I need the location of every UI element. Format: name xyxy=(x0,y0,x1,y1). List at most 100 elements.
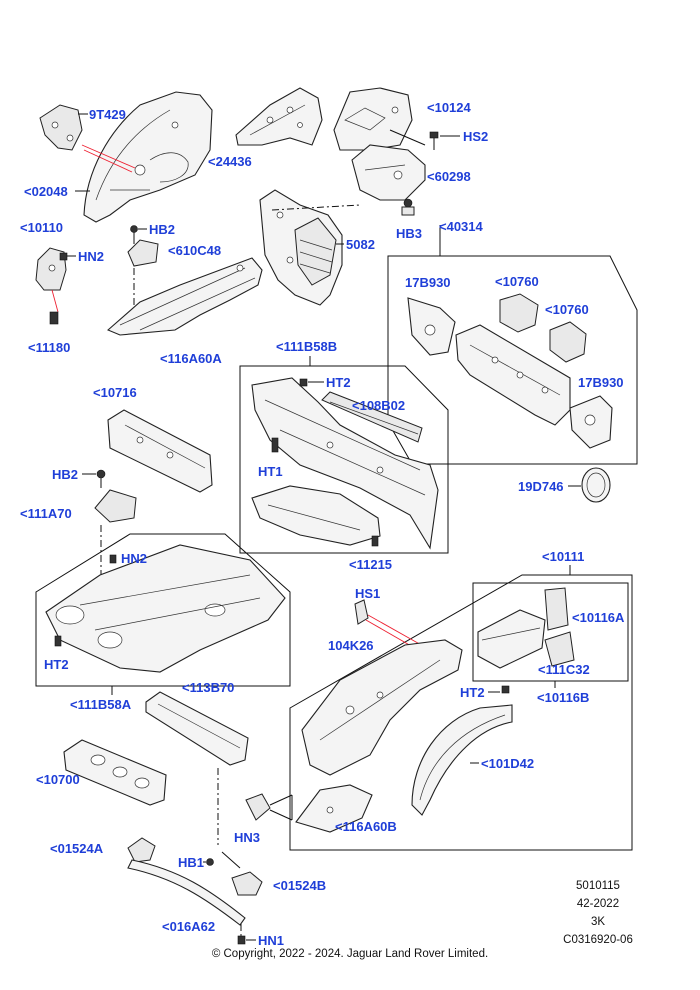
fastener-HT2-right xyxy=(501,685,510,694)
label-HB3: HB3 xyxy=(396,226,422,241)
label-116A60A: <116A60A xyxy=(160,351,222,366)
label-116A60B: <116A60B xyxy=(335,819,397,834)
part-10760-lower xyxy=(549,321,587,363)
label-111B58A: <111B58A xyxy=(70,697,132,712)
fastener-HB2-lower xyxy=(96,469,106,488)
label-HB2-upper: HB2 xyxy=(149,222,175,237)
diagram-code-1: 5010115 xyxy=(576,880,620,892)
fastener-HN2-upper xyxy=(59,252,68,261)
fastener-HT2-lower xyxy=(54,635,62,647)
label-19D746: 19D746 xyxy=(518,479,564,494)
label-40314: <40314 xyxy=(439,219,484,234)
label-10700: <10700 xyxy=(36,772,80,787)
part-10700-panel xyxy=(63,739,167,806)
part-40314-crossmember xyxy=(455,324,571,426)
group-box-111B58B xyxy=(239,365,449,554)
part-610C48-bracket xyxy=(127,239,159,267)
label-17B930-right: 17B930 xyxy=(578,375,624,390)
label-10760-upper: <10760 xyxy=(495,274,539,289)
fastener-HS1 xyxy=(354,599,369,625)
part-10116A-bracket xyxy=(544,587,569,631)
label-HN1: HN1 xyxy=(258,933,284,948)
part-10124-panel xyxy=(333,87,413,151)
label-104K26: 104K26 xyxy=(328,638,374,653)
part-113B70-member xyxy=(145,691,249,766)
label-HN2-lower: HN2 xyxy=(121,551,147,566)
label-10116B: <10116B xyxy=(537,690,589,705)
label-10124: <10124 xyxy=(427,100,472,115)
label-60298: <60298 xyxy=(427,169,471,184)
label-02048: <02048 xyxy=(24,184,68,199)
part-9T429-bracket xyxy=(39,104,83,151)
label-24436: <24436 xyxy=(208,154,252,169)
part-60298-bracket xyxy=(351,144,426,201)
diagram-code-3: 3K xyxy=(590,916,606,928)
label-10760-lower: <10760 xyxy=(545,302,589,317)
part-10111-wheelhouse-front xyxy=(301,639,463,776)
part-111B58A-floor xyxy=(45,544,286,673)
label-HT2-right: HT2 xyxy=(460,685,485,700)
part-111B58B-bulkhead xyxy=(251,377,439,550)
label-10716: <10716 xyxy=(93,385,137,400)
label-HN2-upper: HN2 xyxy=(78,249,104,264)
group-box-10111 xyxy=(289,574,633,851)
label-111B58B: <111B58B xyxy=(276,339,337,354)
fastener-HS2 xyxy=(429,131,439,150)
label-111A70: <111A70 xyxy=(20,506,72,521)
label-11180: <11180 xyxy=(28,340,70,355)
part-016A62-crossbar xyxy=(127,859,246,926)
label-610C48: <610C48 xyxy=(168,243,221,258)
label-01524B: <01524B xyxy=(273,878,326,893)
fastener-11215-clip xyxy=(371,535,379,547)
label-HS2: HS2 xyxy=(463,129,488,144)
part-01524A-bracket xyxy=(127,837,156,863)
label-10110: <10110 xyxy=(20,220,63,235)
group-box-111B58A xyxy=(35,533,291,687)
fastener-HB3 xyxy=(401,198,415,216)
label-HT1: HT1 xyxy=(258,464,283,479)
part-101D42-arch xyxy=(411,704,513,816)
diagram-code-2: 42-2022 xyxy=(576,898,620,910)
part-01524B-bracket xyxy=(231,871,263,896)
label-HN3: HN3 xyxy=(234,830,260,845)
label-HB2-lower: HB2 xyxy=(52,467,78,482)
part-10716-panel xyxy=(107,409,213,493)
part-24436-panel xyxy=(235,87,323,146)
fastener-HT2-upper xyxy=(299,378,308,387)
label-01524A: <01524A xyxy=(50,841,104,856)
part-10760-upper xyxy=(499,293,539,333)
part-11180-clip xyxy=(49,311,59,325)
fastener-HB1 xyxy=(206,858,214,866)
label-9T429: 9T429 xyxy=(89,107,126,122)
part-10116-module xyxy=(477,609,546,669)
part-17B930-left xyxy=(407,297,456,356)
part-111C32-bracket xyxy=(544,631,575,667)
part-5082-quarter-inner xyxy=(259,189,343,306)
fastener-HN2-lower xyxy=(109,554,117,564)
part-02048-wheelhouse xyxy=(83,91,213,223)
diagram-code-4: C0316920-06 xyxy=(563,934,633,946)
label-HT2-upper: HT2 xyxy=(326,375,351,390)
label-113B70: <113B70 xyxy=(182,680,234,695)
part-11215-floor-panel xyxy=(251,485,381,546)
label-108B02: <108B02 xyxy=(352,398,405,413)
group-box-10116 xyxy=(472,582,629,682)
part-19D746-plug xyxy=(581,467,611,503)
part-17B930-right xyxy=(569,395,613,449)
part-116A60A-rail xyxy=(106,257,263,336)
label-5082: 5082 xyxy=(346,237,375,252)
label-17B930-left: 17B930 xyxy=(405,275,451,290)
label-101D42: <101D42 xyxy=(481,756,534,771)
label-10111: <10111 xyxy=(542,549,584,564)
label-016A62: <016A62 xyxy=(162,919,215,934)
fastener-HN3 xyxy=(245,793,271,821)
part-108B02-strip xyxy=(321,391,423,443)
label-HT2-lower: HT2 xyxy=(44,657,69,672)
part-111A70-bracket xyxy=(94,489,137,523)
part-116A60B-rail xyxy=(295,784,373,833)
fastener-HT1 xyxy=(271,437,279,453)
fastener-HN1 xyxy=(237,935,246,945)
fastener-HB2-upper xyxy=(130,225,138,244)
